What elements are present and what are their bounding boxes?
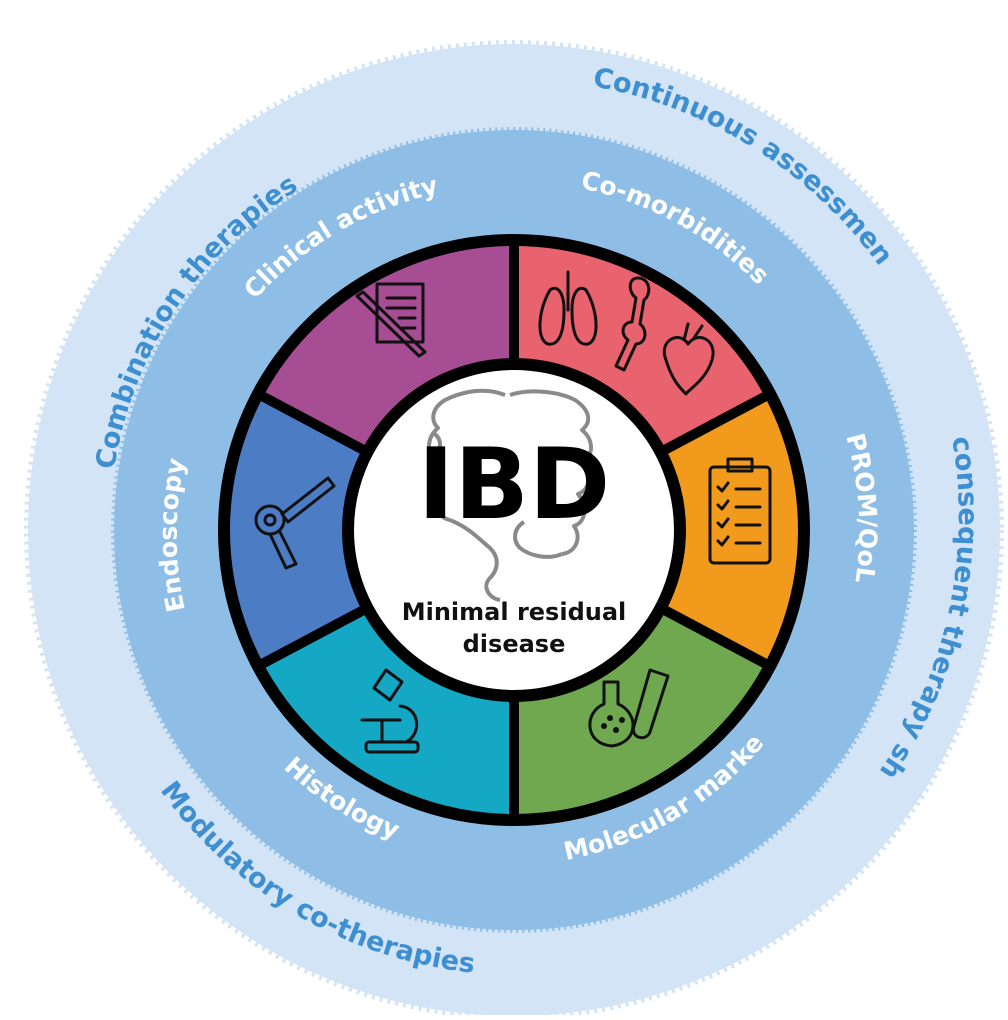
segment-clinical [257, 239, 514, 453]
checklist-icon [708, 457, 772, 565]
center-subtitle-line2: disease [463, 630, 566, 658]
segment-endoscopy [223, 393, 368, 667]
segment-histology [257, 607, 514, 820]
segment-divider [255, 603, 370, 671]
segment-divider [658, 603, 773, 671]
segment-divider [255, 389, 370, 457]
segment-divider [658, 389, 773, 457]
segment-prom [660, 393, 804, 667]
center-title: IBD [418, 428, 611, 542]
clipboard-pen-icon [355, 282, 427, 358]
endoscope-icon [254, 476, 336, 570]
segment-molecular [514, 607, 771, 820]
lab-flasks-icon [588, 668, 670, 748]
segment-dividers [255, 240, 773, 820]
center-subtitle-line1: Minimal residual [402, 598, 627, 626]
microscope-icon [360, 668, 420, 754]
organs-icon [538, 270, 715, 396]
segment-ring [223, 239, 804, 820]
segment-comorbid [514, 240, 771, 453]
colon-icon [427, 388, 593, 602]
